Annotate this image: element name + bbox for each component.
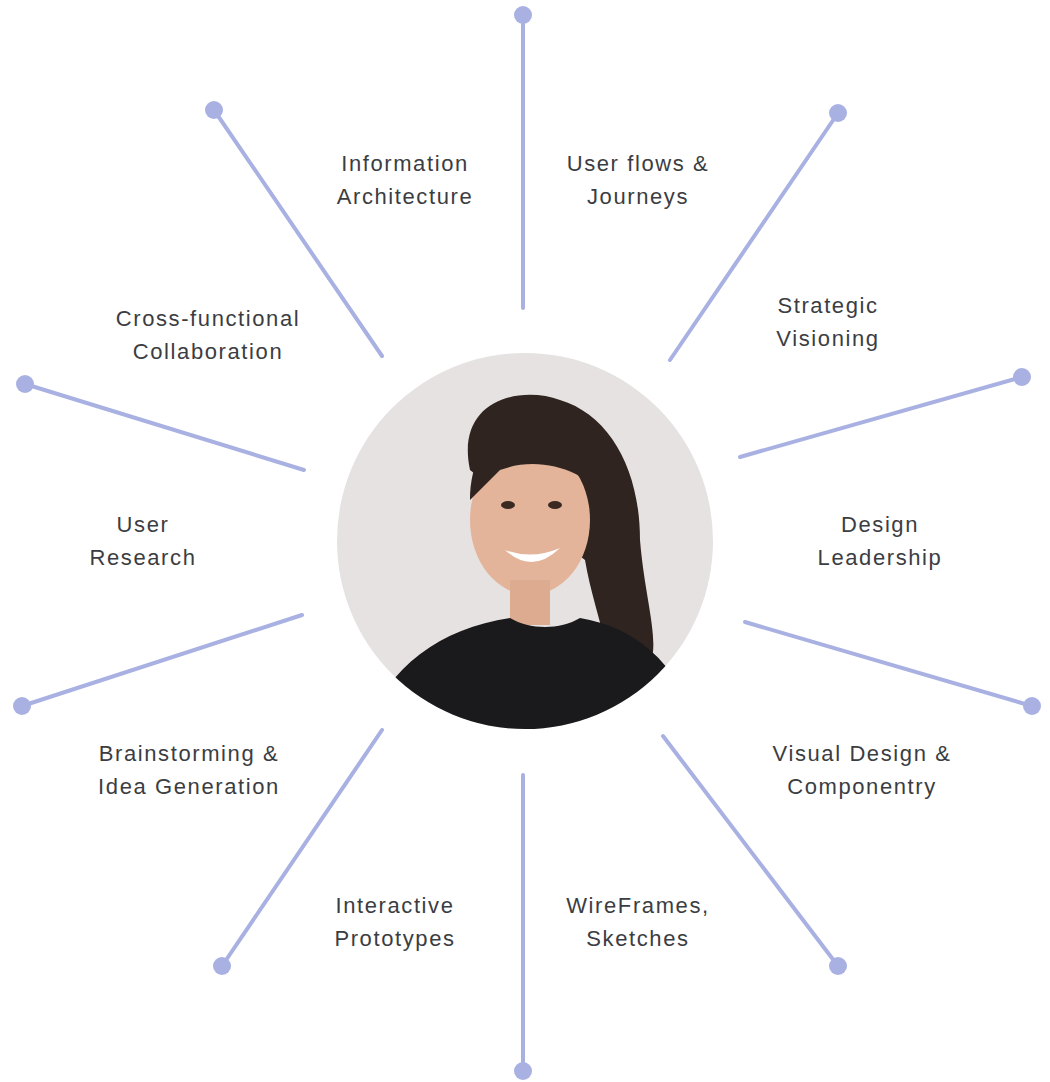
spoke-line xyxy=(670,113,838,360)
spoke-line xyxy=(740,377,1022,457)
spoke-dot xyxy=(1013,368,1031,386)
skill-label: User Research xyxy=(78,508,208,574)
spoke-line xyxy=(521,15,525,308)
spoke-line xyxy=(25,384,304,470)
skill-label: WireFrames, Sketches xyxy=(558,889,718,955)
spoke-line xyxy=(745,622,1032,706)
skill-label: Strategic Visioning xyxy=(748,289,908,355)
skill-label: Interactive Prototypes xyxy=(308,889,483,955)
portrait-smile xyxy=(505,548,560,562)
portrait-shirt xyxy=(360,618,705,760)
skill-label: Information Architecture xyxy=(305,147,505,213)
portrait-fringe xyxy=(470,418,610,500)
spoke-dot xyxy=(514,1062,532,1080)
skill-label: Cross-functional Collaboration xyxy=(93,302,323,368)
spoke-dot xyxy=(829,957,847,975)
spoke-dot xyxy=(829,104,847,122)
portrait xyxy=(330,350,730,760)
skill-label: User flows & Journeys xyxy=(543,147,733,213)
portrait-neck xyxy=(510,580,550,625)
skill-label: Brainstorming & Idea Generation xyxy=(77,737,302,803)
skill-label: Design Leadership xyxy=(800,508,960,574)
spoke-line xyxy=(521,775,525,1071)
spoke-lines xyxy=(22,15,1032,1071)
skill-label: Visual Design & Componentry xyxy=(752,737,972,803)
spoke-dot xyxy=(13,697,31,715)
portrait-eye xyxy=(501,501,515,509)
portrait-eye xyxy=(548,501,562,509)
spoke-dot xyxy=(205,101,223,119)
spoke-dot xyxy=(16,375,34,393)
spoke-dot xyxy=(514,6,532,24)
spoke-dots xyxy=(13,6,1041,1080)
spoke-dot xyxy=(1023,697,1041,715)
spoke-line xyxy=(22,615,302,706)
spoke-dot xyxy=(213,957,231,975)
